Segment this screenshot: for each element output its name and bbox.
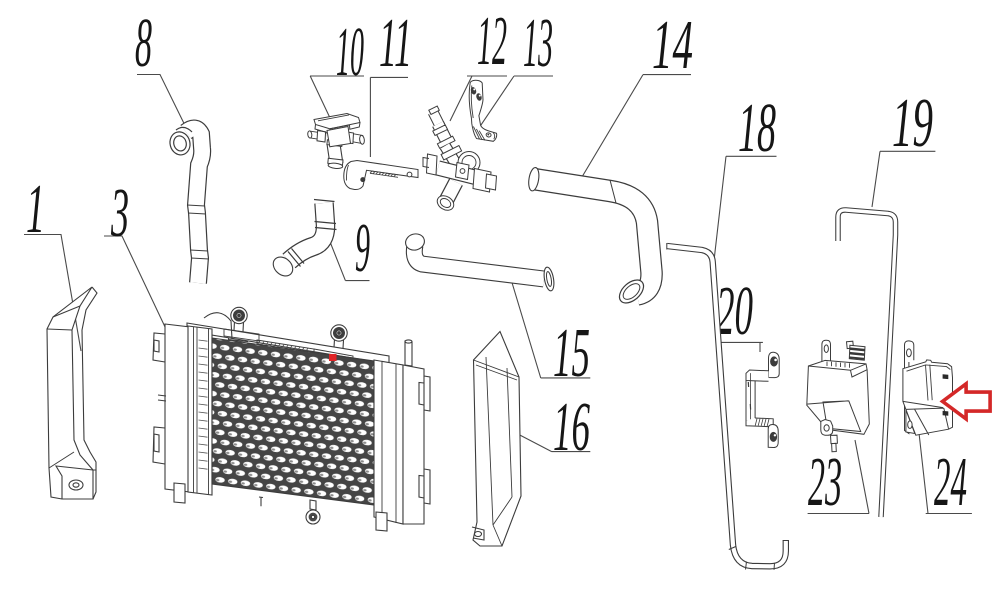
svg-text:1: 1	[26, 171, 45, 248]
svg-text:15: 15	[553, 315, 590, 392]
svg-text:9: 9	[355, 210, 370, 287]
svg-text:11: 11	[379, 5, 412, 82]
svg-text:16: 16	[553, 389, 590, 466]
svg-text:12: 12	[477, 3, 507, 80]
svg-text:8: 8	[135, 5, 152, 82]
svg-text:20: 20	[716, 273, 753, 350]
svg-text:10: 10	[336, 14, 364, 91]
svg-text:3: 3	[110, 175, 129, 252]
svg-text:18: 18	[738, 90, 776, 167]
svg-text:13: 13	[523, 5, 553, 82]
svg-text:19: 19	[892, 85, 933, 162]
svg-text:14: 14	[652, 7, 693, 84]
svg-text:23: 23	[808, 444, 842, 521]
svg-text:24: 24	[934, 444, 967, 521]
